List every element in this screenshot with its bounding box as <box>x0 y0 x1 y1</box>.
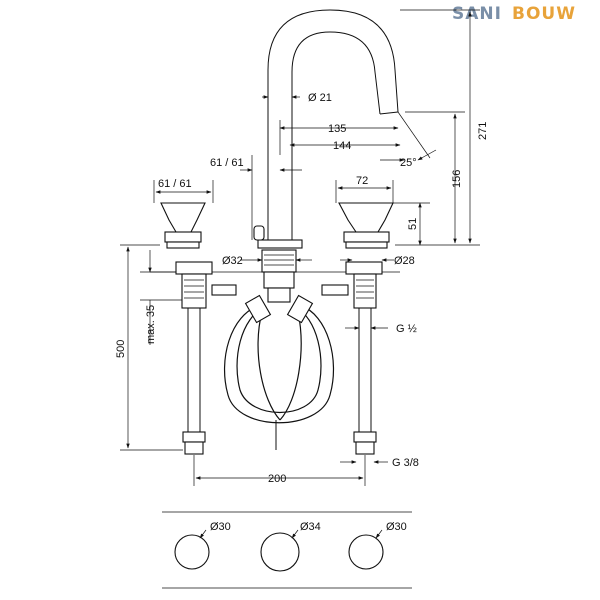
label-shank-32: Ø32 <box>222 255 243 267</box>
label-max-35: max. 35 <box>145 305 157 344</box>
left-handle <box>160 202 206 249</box>
label-angle-25: 25° <box>400 157 417 169</box>
label-pipe-diameter: Ø 21 <box>308 92 332 104</box>
logo-sani-text: SANI <box>452 4 502 24</box>
spout <box>253 9 399 249</box>
dimension-lines <box>120 9 480 486</box>
label-height-271: 271 <box>477 122 489 140</box>
logo-bouw-text: BOUW <box>512 4 576 24</box>
label-hole-30-left: Ø30 <box>210 521 231 533</box>
hole-left <box>174 534 210 570</box>
spout-base <box>257 239 303 249</box>
label-height-51: 51 <box>407 218 419 230</box>
supply-tubes <box>182 308 377 455</box>
right-handle <box>338 202 394 249</box>
hole-right <box>348 534 384 570</box>
label-spacing-61-top: 61 / 61 <box>210 157 244 169</box>
label-thread-g-3-8: G 3/8 <box>392 457 419 469</box>
hole-center <box>260 532 300 572</box>
label-handle-72: 72 <box>356 175 368 187</box>
label-thread-g-half: G ½ <box>396 323 417 335</box>
label-handle-61-left: 61 / 61 <box>158 178 192 190</box>
label-reach-144: 144 <box>333 140 351 152</box>
label-height-156: 156 <box>451 170 463 188</box>
label-shank-28: Ø28 <box>394 255 415 267</box>
pop-up-lever <box>253 225 265 241</box>
sanibouw-logo: SANI BOUW <box>452 4 576 24</box>
label-spacing-200: 200 <box>268 473 286 485</box>
label-hole-30-right: Ø30 <box>386 521 407 533</box>
label-hole-34: Ø34 <box>300 521 321 533</box>
deck-bodies <box>150 249 400 309</box>
hose-loop <box>224 294 334 450</box>
label-overall-500: 500 <box>115 340 127 358</box>
mounting-hole-plan <box>162 511 412 589</box>
label-reach-135: 135 <box>328 123 346 135</box>
dimension-labels: Ø 21 135 144 25° 271 156 61 / 61 61 / 61… <box>115 92 489 533</box>
